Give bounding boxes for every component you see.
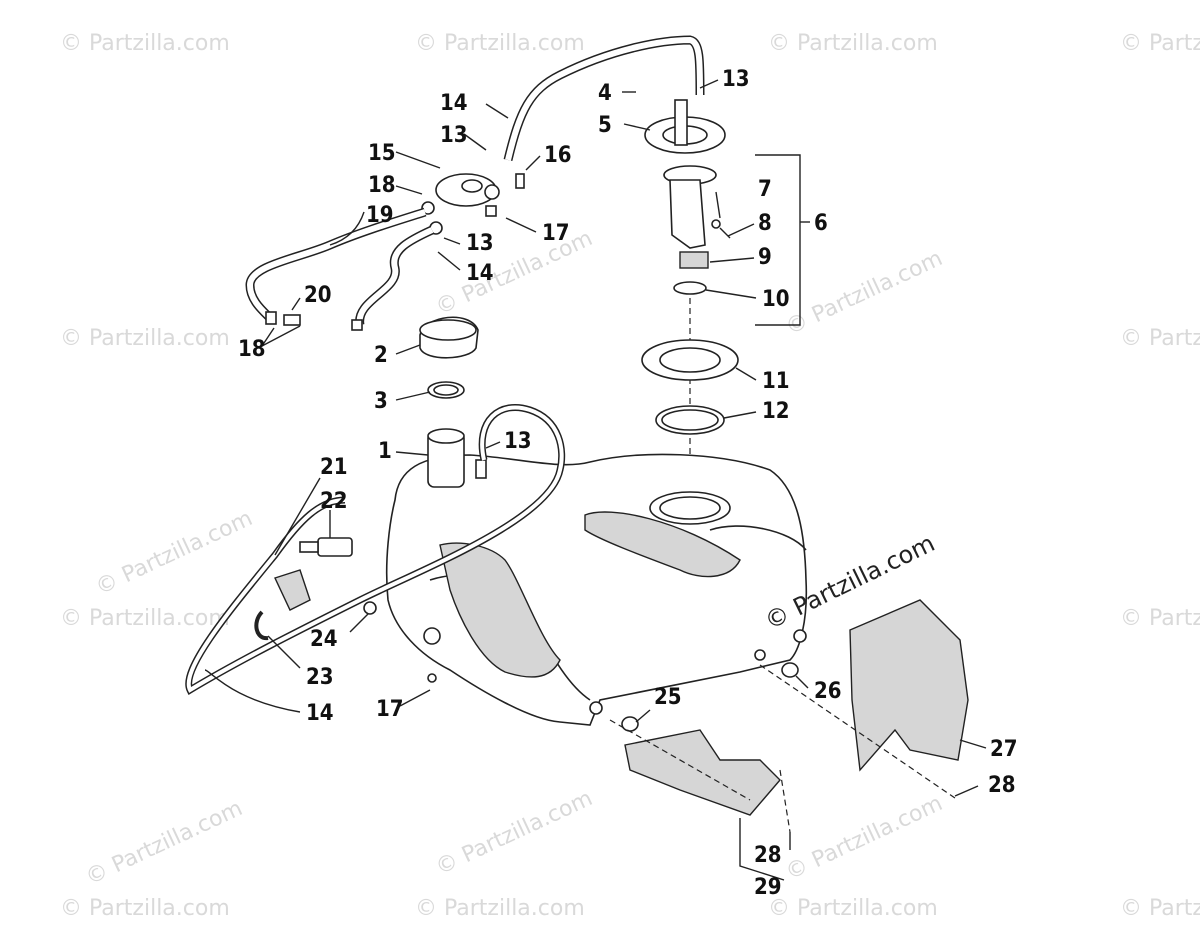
callout-7: 7 [758, 177, 772, 202]
callout-19: 19 [366, 203, 394, 228]
callout-28: 28 [754, 843, 782, 868]
callout-13: 13 [722, 67, 750, 92]
callout-25: 25 [654, 685, 682, 710]
leader-lines [204, 79, 987, 881]
grommet [781, 662, 799, 678]
inline-filter [317, 537, 353, 557]
watermark-text: © Partzilla.com [1120, 31, 1200, 56]
heat-shield-front [624, 729, 781, 816]
callout-4: 4 [598, 81, 612, 106]
callout-22: 22 [320, 489, 348, 514]
callout-8: 8 [758, 211, 772, 236]
callout-24: 24 [310, 627, 338, 652]
fuel-cap [419, 316, 479, 359]
callout-28: 28 [988, 773, 1016, 798]
watermark-text: © Partzilla.com [432, 786, 596, 880]
watermark-text: © Partzilla.com [60, 326, 230, 351]
fuel-pump-assembly [644, 99, 731, 295]
grommet [621, 716, 639, 732]
callout-17: 17 [376, 697, 404, 722]
callout-3: 3 [374, 389, 388, 414]
watermark-text: © Partzilla.com [1120, 326, 1200, 351]
watermark-text: © Partzilla.com [1120, 896, 1200, 921]
fuel-tank [385, 428, 808, 726]
watermark-text: © Partzilla.com [82, 796, 246, 890]
callout-27: 27 [990, 737, 1018, 762]
callout-11: 11 [762, 369, 790, 394]
callout-9: 9 [758, 245, 772, 270]
callout-29: 29 [754, 875, 782, 900]
watermark-text: © Partzilla.com [60, 606, 230, 631]
callout-13: 13 [466, 231, 494, 256]
clamp-bracket [274, 569, 311, 611]
watermark-text: © Partzilla.com [1120, 606, 1200, 631]
seal-ring [655, 405, 725, 435]
callout-18: 18 [368, 173, 396, 198]
callout-2: 2 [374, 343, 388, 368]
callout-12: 12 [762, 399, 790, 424]
callout-21: 21 [320, 455, 348, 480]
callout-16: 16 [544, 143, 572, 168]
callout-17: 17 [542, 221, 570, 246]
bracket-line [755, 154, 801, 326]
callout-13: 13 [440, 123, 468, 148]
callout-14: 14 [306, 701, 334, 726]
heat-shield-rear [849, 599, 969, 772]
callout-5: 5 [598, 113, 612, 138]
lock-ring [641, 339, 739, 381]
callout-20: 20 [304, 283, 332, 308]
watermark-text: © Partzilla.com [782, 246, 946, 340]
watermark-text: © Partzilla.com [768, 896, 938, 921]
callout-18: 18 [238, 337, 266, 362]
callout-15: 15 [368, 141, 396, 166]
callout-labels: 4 5 13 14 13 15 16 18 19 17 13 14 20 18 … [238, 67, 1018, 900]
watermark-text: © Partzilla.com [60, 31, 230, 56]
watermark-text: © Partzilla.com [415, 31, 585, 56]
callout-13: 13 [504, 429, 532, 454]
callout-14: 14 [466, 261, 494, 286]
watermark-text: © Partzilla.com [432, 226, 596, 320]
callout-6: 6 [814, 211, 828, 236]
vent-valve [421, 173, 525, 235]
hose-clamp [254, 610, 269, 641]
callout-26: 26 [814, 679, 842, 704]
callout-1: 1 [378, 439, 392, 464]
callout-10: 10 [762, 287, 790, 312]
watermark-text: © Partzilla.com [415, 896, 585, 921]
callout-14: 14 [440, 91, 468, 116]
watermark-text: © Partzilla.com [60, 896, 230, 921]
watermark-text: © Partzilla.com [92, 506, 256, 600]
watermark-text: © Partzilla.com [782, 791, 946, 885]
callout-23: 23 [306, 665, 334, 690]
fastener [427, 673, 437, 683]
watermark-text: © Partzilla.com [768, 31, 938, 56]
fastener [363, 601, 377, 615]
